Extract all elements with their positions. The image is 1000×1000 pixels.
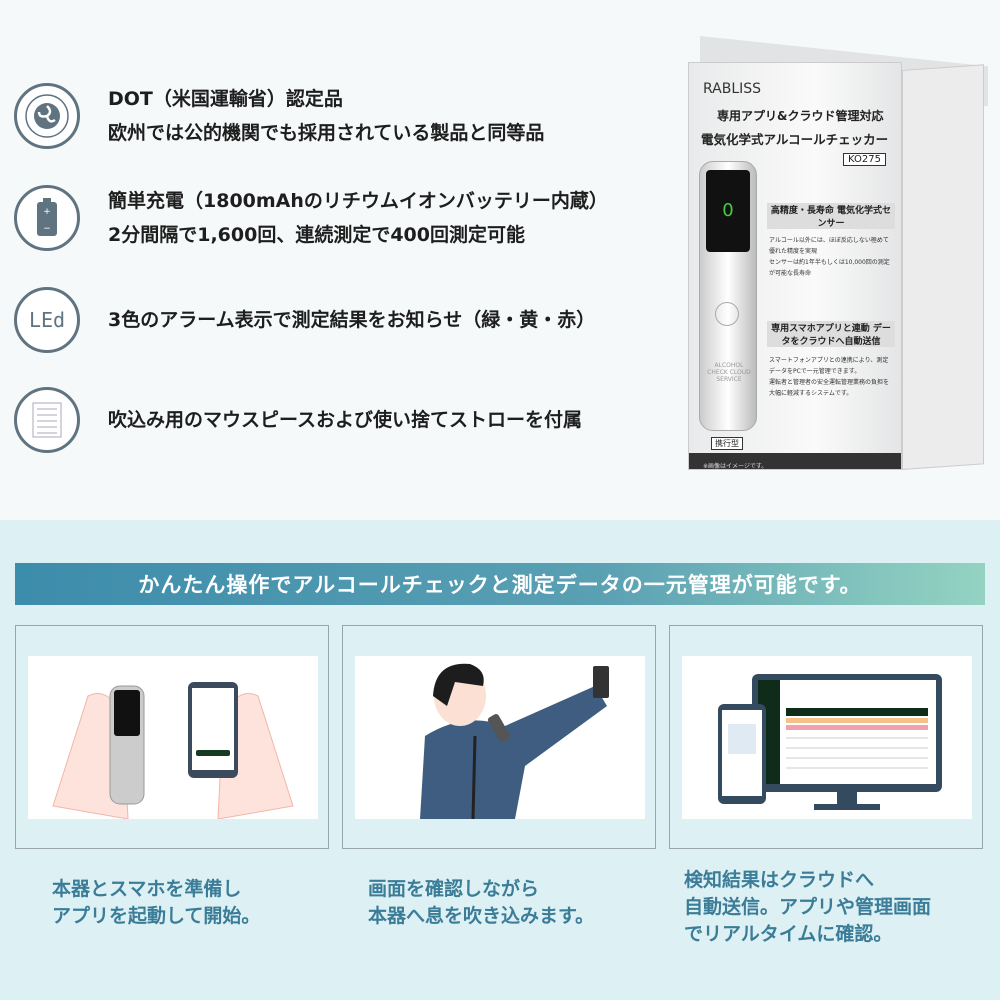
product-box: RABLISS 専用アプリ&クラウド管理対応 電気化学式アルコールチェッカー K… [688,62,902,470]
feature-text: DOT（米国運輸省）認定品 [108,88,343,110]
feature-text: 3色のアラーム表示で測定結果をお知らせ（緑・黄・赤） [108,309,596,331]
dot-seal-icon [14,83,80,149]
feature-dot: DOT（米国運輸省）認定品欧州では公的機関でも採用されている製品と同等品 [14,82,544,150]
step-caption-3: 検知結果はクラウドへ自動送信。アプリや管理画面でリアルタイムに確認。 [684,867,931,948]
sensor-point: センサーは約1年半もしくは10,000回の測定が可能な長寿命 [769,259,890,277]
feature-text: 欧州では公的機関でも採用されている製品と同等品 [108,122,545,144]
caption-line: 画面を確認しながら [368,878,540,900]
mouthpiece-icon [14,387,80,453]
led-icon-text: LEd [28,308,66,332]
app-points: スマートフォンアプリとの連携により、測定データをPCで一元管理できます。運転者と… [769,355,893,399]
box-note: ※画像はイメージです。 [703,463,768,470]
box-subtitle: 専用アプリ&クラウド管理対応 [717,109,884,123]
step-illustration-man-blowing [355,656,645,819]
feature-mouthpiece: 吹込み用のマウスピースおよび使い捨てストローを付属 [14,387,582,453]
svg-text:+: + [43,207,51,217]
feature-led: LEd 3色のアラーム表示で測定結果をお知らせ（緑・黄・赤） [14,287,595,353]
caption-line: 検知結果はクラウドへ [684,869,875,891]
box-bottom-bar: ※画像はイメージです。 [689,453,901,470]
feature-text: 簡単充電（1800mAhのリチウムイオンバッテリー内蔵） [108,190,608,212]
power-icon [715,302,739,326]
step-panel-2 [342,625,656,849]
feature-battery: +− 簡単充電（1800mAhのリチウムイオンバッテリー内蔵）2分間隔で1,60… [14,184,608,252]
banner-heading: かんたん操作でアルコールチェックと測定データの一元管理が可能です。 [15,563,985,605]
app-point: 運転者と管理者の安全運転管理業務の負担を大幅に軽減するシステムです。 [769,379,890,397]
device-text: ALCOHOL CHECK CLOUD SERVICE [707,362,751,383]
step-illustration-hands-device-phone [28,656,318,819]
type-label: 携行型 [711,437,743,450]
sensor-points: アルコール以外には、ほぼ反応しない極めて優れた精度を実現センサーは約1年半もしく… [769,235,893,279]
box-model: KO275 [843,153,886,166]
box-brand: RABLISS [703,81,762,97]
feature-text: 2分間隔で1,600回、連続測定で400回測定可能 [108,224,525,246]
app-heading: 専用スマホアプリと連動 データをクラウドへ自動送信 [767,321,895,347]
sensor-point: アルコール以外には、ほぼ反応しない極めて優れた精度を実現 [769,237,889,255]
caption-line: 自動送信。アプリや管理画面 [684,896,932,918]
app-point: スマートフォンアプリとの連携により、測定データをPCで一元管理できます。 [769,357,889,375]
step-caption-2: 画面を確認しながら本器へ息を吹き込みます。 [368,876,594,930]
caption-line: アプリを起動して開始。 [52,905,261,927]
led-icon: LEd [14,287,80,353]
product-box-side [902,64,984,471]
caption-line: 本器へ息を吹き込みます。 [368,905,595,927]
step-panel-1 [15,625,329,849]
sensor-heading: 高精度・長寿命 電気化学式センサー [767,203,895,229]
svg-text:−: − [43,224,51,234]
caption-line: でリアルタイムに確認。 [684,923,893,945]
step-caption-1: 本器とスマホを準備しアプリを起動して開始。 [52,876,260,930]
step-panel-3 [669,625,983,849]
feature-text: 吹込み用のマウスピースおよび使い捨てストローを付属 [108,409,583,431]
battery-icon: +− [14,185,80,251]
caption-line: 本器とスマホを準備し [52,878,242,900]
step-illustration-cloud-dashboard [682,656,972,819]
device-illustration: 0 ALCOHOL CHECK CLOUD SERVICE [699,161,757,431]
box-title: 電気化学式アルコールチェッカー [701,132,889,147]
device-screen: 0 [706,170,750,252]
